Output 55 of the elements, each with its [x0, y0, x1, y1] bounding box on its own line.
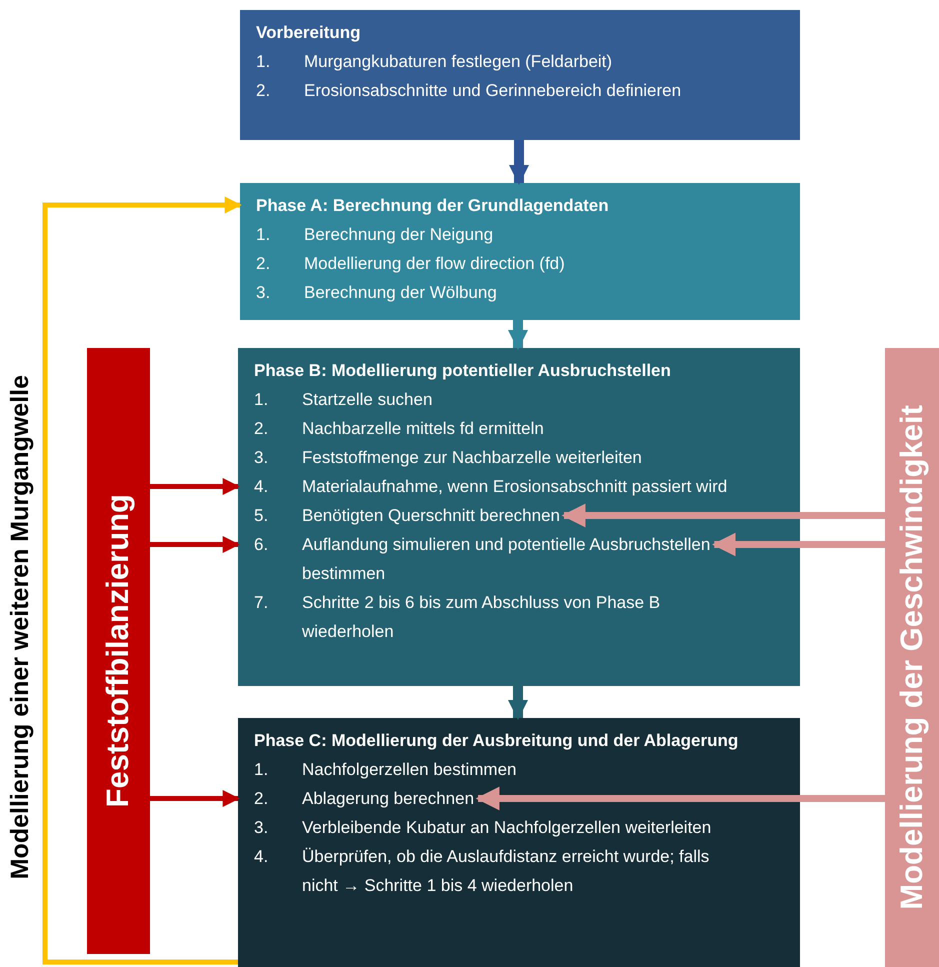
step-number: 3.	[256, 282, 272, 304]
step-text: Benötigten Querschnitt berechnen	[302, 506, 560, 525]
arrow	[712, 532, 885, 556]
process-box	[240, 183, 800, 320]
step-text: Feststoffmenge zur Nachbarzelle weiterleiten	[302, 448, 642, 467]
step-number: 2.	[256, 253, 272, 275]
edge-label: Modellierung einer weiteren Murgangwelle	[5, 375, 36, 880]
step-number: 2.	[254, 788, 270, 810]
vertical-bar	[885, 348, 939, 967]
step-text: Erosionsabschnitte und Gerinnebereich definieren	[304, 81, 682, 100]
bar-label: Modellierung der Geschwindigkeit	[892, 405, 930, 910]
arrow	[562, 504, 885, 528]
step-text: Materialaufnahme, wenn Erosionsabschnitt passiert wird	[302, 477, 728, 496]
process-box	[238, 348, 800, 686]
vertical-bar	[87, 348, 150, 954]
step-number: 5.	[254, 505, 270, 527]
step-text: Berechnung der Wölbung	[304, 283, 497, 302]
arrow	[150, 478, 240, 495]
step-text: Auflandung simulieren und potentielle Ausbruchstellen bestimmen	[302, 535, 710, 583]
box-heading: Phase A: Berechnung der Grundlagendaten	[256, 195, 610, 217]
step-text: Ablagerung berechnen	[302, 789, 474, 808]
step-number: 6.	[254, 534, 270, 556]
arrow	[42, 196, 242, 964]
step-number: 2.	[254, 418, 270, 440]
step-text: Berechnung der Neigung	[304, 225, 494, 244]
arrow	[509, 140, 529, 185]
step-number: 1.	[256, 51, 272, 73]
step-number: 4.	[254, 476, 270, 498]
step-text: Nachfolgerzellen bestimmen	[302, 760, 516, 779]
step-number: 3.	[254, 447, 270, 469]
step-text: Startzelle suchen	[302, 390, 432, 409]
arrow	[508, 320, 528, 350]
step-text: Nachbarzelle mittels fd ermitteln	[302, 419, 544, 438]
box-heading: Vorbereitung	[256, 22, 362, 44]
step-text: Verbleibende Kubatur an Nachfolgerzellen weiterleiten	[302, 818, 712, 837]
arrow	[476, 786, 885, 810]
box-heading: Phase B: Modellierung potentieller Ausbruchstellen	[254, 360, 672, 382]
step-number: 7.	[254, 592, 270, 614]
bar-label: Feststoffbilanzierung	[99, 494, 136, 808]
step-text: Murgangkubaturen festlegen (Feldarbeit)	[304, 52, 612, 71]
step-text: Schritte 2 bis 6 bis zum Abschluss von Phase B wiederholen	[302, 593, 660, 641]
step-number: 2.	[256, 80, 272, 102]
arrow	[150, 536, 240, 553]
step-number: 4.	[254, 846, 270, 868]
step-number: 1.	[254, 759, 270, 781]
step-text: Überprüfen, ob die Auslaufdistanz erreicht wurde; falls nicht → Schritte 1 bis 4 wiederholen	[302, 847, 710, 895]
step-number: 1.	[254, 389, 270, 411]
step-text: Modellierung der flow direction (fd)	[304, 254, 565, 273]
process-box	[238, 718, 800, 967]
step-number: 3.	[254, 817, 270, 839]
arrow	[508, 686, 528, 720]
process-box	[240, 10, 800, 140]
box-heading: Phase C: Modellierung der Ausbreitung und der Ablagerung	[254, 730, 740, 752]
arrow	[150, 790, 240, 807]
step-number: 1.	[256, 224, 272, 246]
